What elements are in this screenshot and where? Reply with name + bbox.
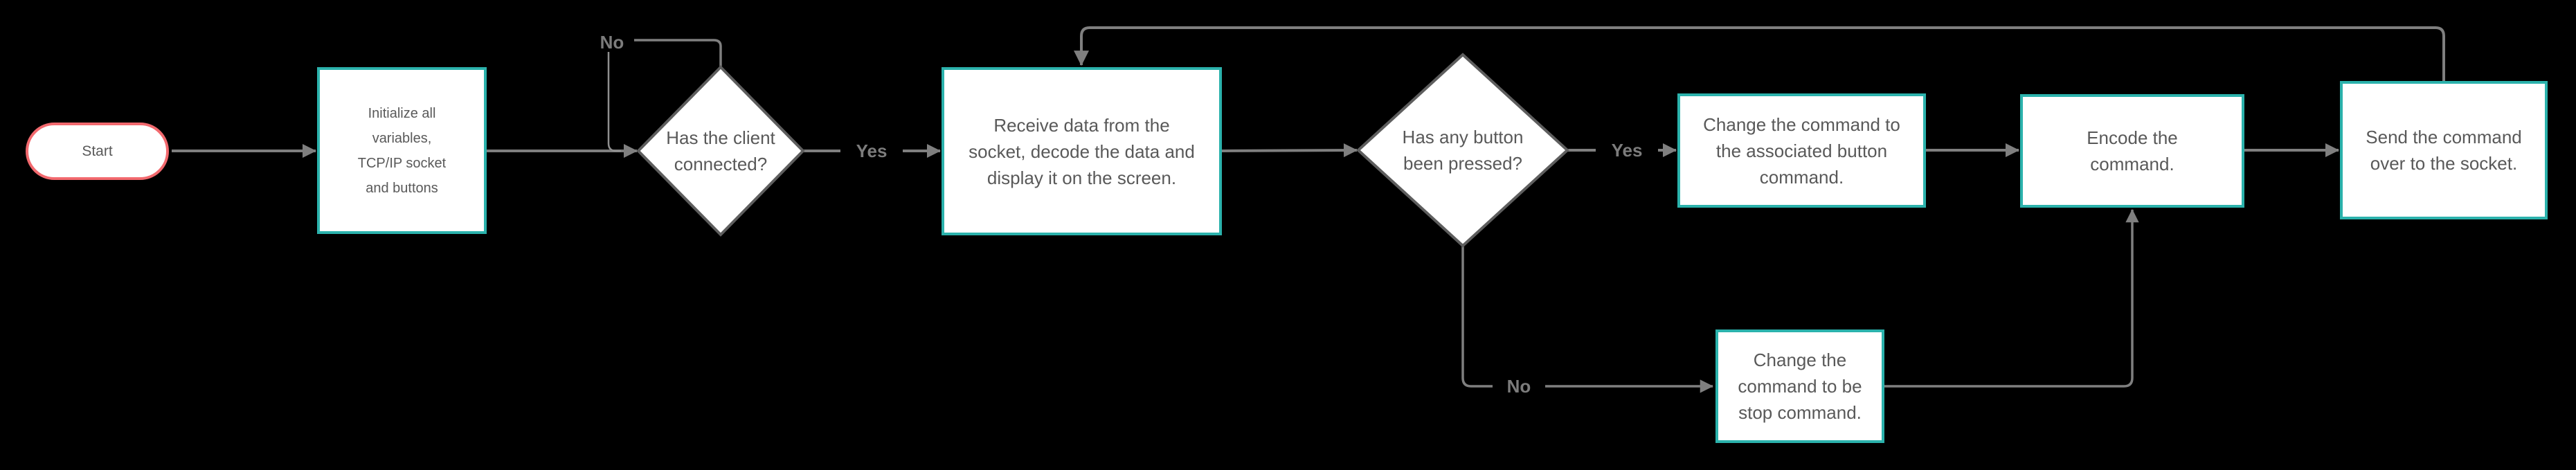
decision-client-connected-shape <box>636 65 805 237</box>
process-encode-line: command. <box>2090 154 2174 174</box>
decision-button-line: Has any button <box>1402 127 1524 147</box>
edge-send-feedback-to-receive <box>1074 26 2445 81</box>
edge-client-no-loop-return <box>607 52 621 152</box>
decision-client-line: connected? <box>674 154 768 174</box>
process-change-associated-line: the associated button <box>1715 140 1888 161</box>
edge-label-yes-button: Yes <box>1596 138 1658 162</box>
process-change-associated-line: command. <box>1759 166 1844 188</box>
edge-client-no-loop-top <box>634 39 722 67</box>
process-receive-line: Receive data from the <box>993 114 1170 136</box>
process-stop-command: Change the command to be stop command. <box>1715 329 1884 443</box>
process-send-line: over to the socket. <box>2370 153 2518 174</box>
decision-client-connected-text: Has the client connected? <box>638 67 803 235</box>
decision-button-line: been pressed? <box>1403 153 1523 174</box>
edge-stop-to-encode <box>1884 209 2139 388</box>
process-initialize-line: TCP/IP socket <box>357 155 447 171</box>
decision-button-pressed-shape <box>1356 53 1569 248</box>
process-initialize-line: variables, <box>372 130 432 146</box>
process-stop-line: Change the <box>1753 350 1847 370</box>
process-send-command: Send the command over to the socket. <box>2340 81 2548 219</box>
start-node: Start <box>26 123 169 180</box>
edge-label-no-client: No <box>600 32 624 53</box>
start-label: Start <box>82 143 113 159</box>
process-initialize-line: and buttons <box>366 180 438 196</box>
process-change-associated-line: Change the command to <box>1703 114 1900 135</box>
process-send-line: Send the command <box>2366 127 2522 147</box>
process-initialize-line: Initialize all <box>368 105 436 121</box>
process-change-associated-command: Change the command to the associated but… <box>1677 93 1926 208</box>
process-receive-line: display it on the screen. <box>987 167 1177 188</box>
edge-button-no-to-stop <box>1461 246 1713 393</box>
process-encode-line: Encode the <box>2087 127 2178 148</box>
decision-button-pressed-text: Has any button been pressed? <box>1358 55 1567 246</box>
decision-client-line: Has the client <box>666 127 775 148</box>
edge-label-no-button: No <box>1493 374 1545 398</box>
process-receive-data: Receive data from the socket, decode the… <box>942 67 1222 235</box>
process-stop-line: stop command. <box>1738 402 1862 423</box>
process-stop-line: command to be <box>1738 376 1862 397</box>
edge-receive-to-button-decision <box>1221 143 1358 158</box>
edge-label-yes-client: Yes <box>840 139 903 163</box>
process-initialize: Initialize all variables, TCP/IP socket … <box>317 67 487 234</box>
process-receive-line: socket, decode the data and <box>969 141 1195 162</box>
process-encode-command: Encode the command. <box>2020 94 2244 208</box>
